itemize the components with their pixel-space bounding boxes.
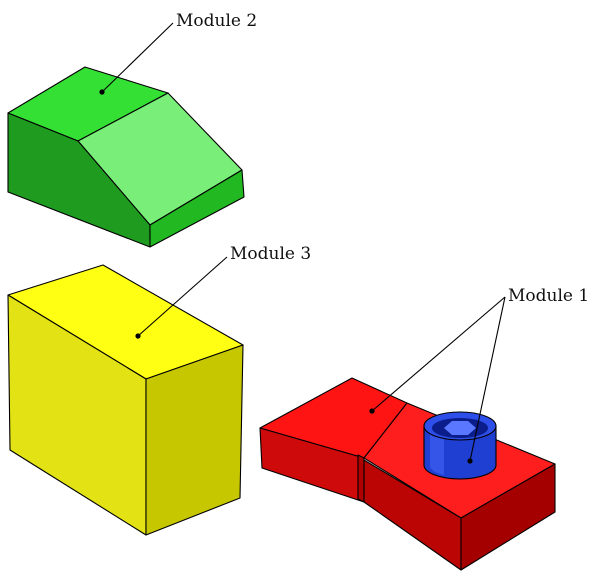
leader-dot-module-1a xyxy=(369,408,375,414)
leader-lines xyxy=(101,22,506,462)
module-1-block xyxy=(259,377,556,571)
module-1-label: Module 1 xyxy=(508,286,590,306)
leader-line-module-3 xyxy=(137,256,228,337)
module-1-side-face xyxy=(460,463,556,571)
bolt-head xyxy=(423,411,497,480)
module-2-label: Module 2 xyxy=(176,11,258,31)
module-3-side-face xyxy=(145,344,244,536)
module-3-block xyxy=(7,264,244,536)
leader-dot-module-2 xyxy=(99,89,105,95)
module-3-label: Module 3 xyxy=(230,244,312,264)
bolt-hex-socket xyxy=(444,421,476,435)
bolt-shading xyxy=(430,432,444,475)
module-1-step-riser xyxy=(357,454,365,503)
module-2-side-face xyxy=(149,169,245,248)
leader-dot-module-3 xyxy=(135,333,141,339)
leader-dots xyxy=(99,89,473,464)
leader-line-module-1a xyxy=(371,296,506,412)
module-2-block xyxy=(7,66,245,248)
leader-line-module-2 xyxy=(101,22,174,93)
leader-dot-module-1b xyxy=(467,458,473,464)
leader-line-module-1b xyxy=(469,296,506,462)
